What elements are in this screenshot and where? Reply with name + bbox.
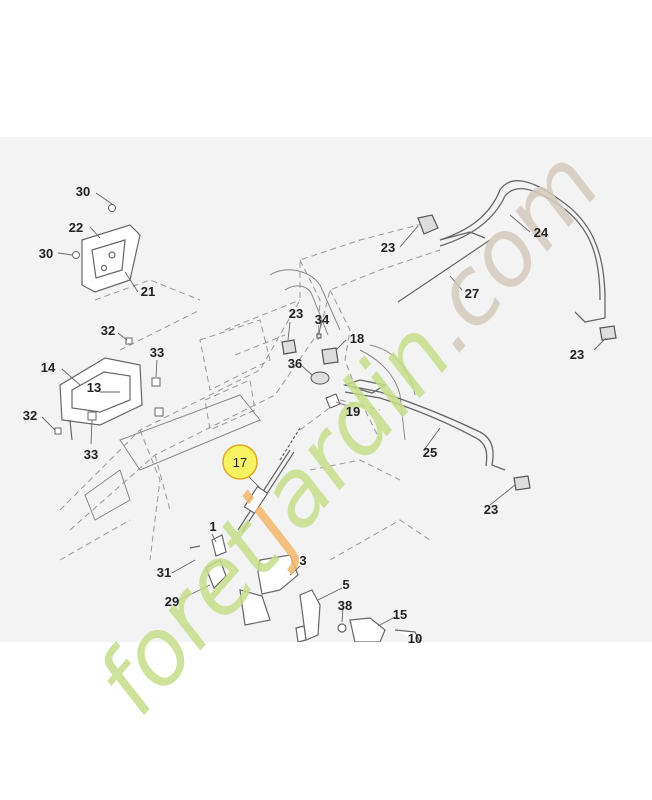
callout-22: 22	[69, 220, 83, 235]
part-25-lower-bar	[342, 379, 506, 471]
callout-1: 1	[209, 519, 216, 534]
part-27-rod	[397, 239, 491, 303]
callout-38: 38	[338, 598, 352, 613]
part-34-pin	[316, 333, 322, 339]
watermark-text: foretjardin.com	[76, 131, 621, 735]
callout-13: 13	[87, 380, 101, 395]
drawing-linework	[41, 180, 617, 642]
leader-lines	[41, 192, 607, 627]
callout-15: 15	[393, 607, 407, 622]
mower-frame-outline	[59, 221, 441, 561]
callout-5: 5	[342, 577, 349, 592]
callout-31: 31	[157, 565, 171, 580]
callout-10: 10	[408, 631, 422, 646]
callout-25: 25	[423, 445, 437, 460]
part-14-bracket	[59, 357, 143, 441]
callout-23: 23	[484, 502, 498, 517]
callout-32: 32	[101, 323, 115, 338]
callout-21: 21	[141, 284, 155, 299]
callout-33: 33	[84, 447, 98, 462]
part-30-screws	[72, 204, 116, 259]
callout-23: 23	[289, 306, 303, 321]
part-32-bolts	[54, 337, 133, 435]
callout-32: 32	[23, 408, 37, 423]
part-18-bushing	[321, 347, 339, 365]
callout-labels: 30 22 30 21 32 33 14 13 32 33 23 24 27 2…	[23, 184, 584, 646]
callout-30: 30	[76, 184, 90, 199]
callout-23: 23	[381, 240, 395, 255]
callout-3: 3	[299, 553, 306, 568]
callout-24: 24	[534, 225, 549, 240]
callout-36: 36	[288, 356, 302, 371]
callout-30: 30	[39, 246, 53, 261]
callout-19: 19	[346, 404, 360, 419]
highlight-label: 17	[233, 455, 247, 470]
mower-handle-frame	[84, 269, 416, 521]
highlight-circle	[222, 444, 258, 480]
callout-34: 34	[315, 312, 330, 327]
part-23-knobs	[281, 214, 617, 491]
part-22-bracket	[81, 224, 141, 293]
callout-23: 23	[570, 347, 584, 362]
part-17-cable	[237, 427, 301, 533]
callout-27: 27	[465, 286, 479, 301]
lower-mechanism	[189, 534, 421, 642]
callout-33: 33	[150, 345, 164, 360]
callout-29: 29	[165, 594, 179, 609]
part-36-spacer	[310, 371, 330, 385]
part-24-handle-bar	[439, 180, 606, 323]
callout-18: 18	[350, 331, 364, 346]
watermark: foretjardin.com	[76, 131, 621, 735]
callout-14: 14	[41, 360, 56, 375]
highlight-callout-17[interactable]: 17	[222, 444, 258, 480]
part-19-clip	[325, 393, 341, 409]
